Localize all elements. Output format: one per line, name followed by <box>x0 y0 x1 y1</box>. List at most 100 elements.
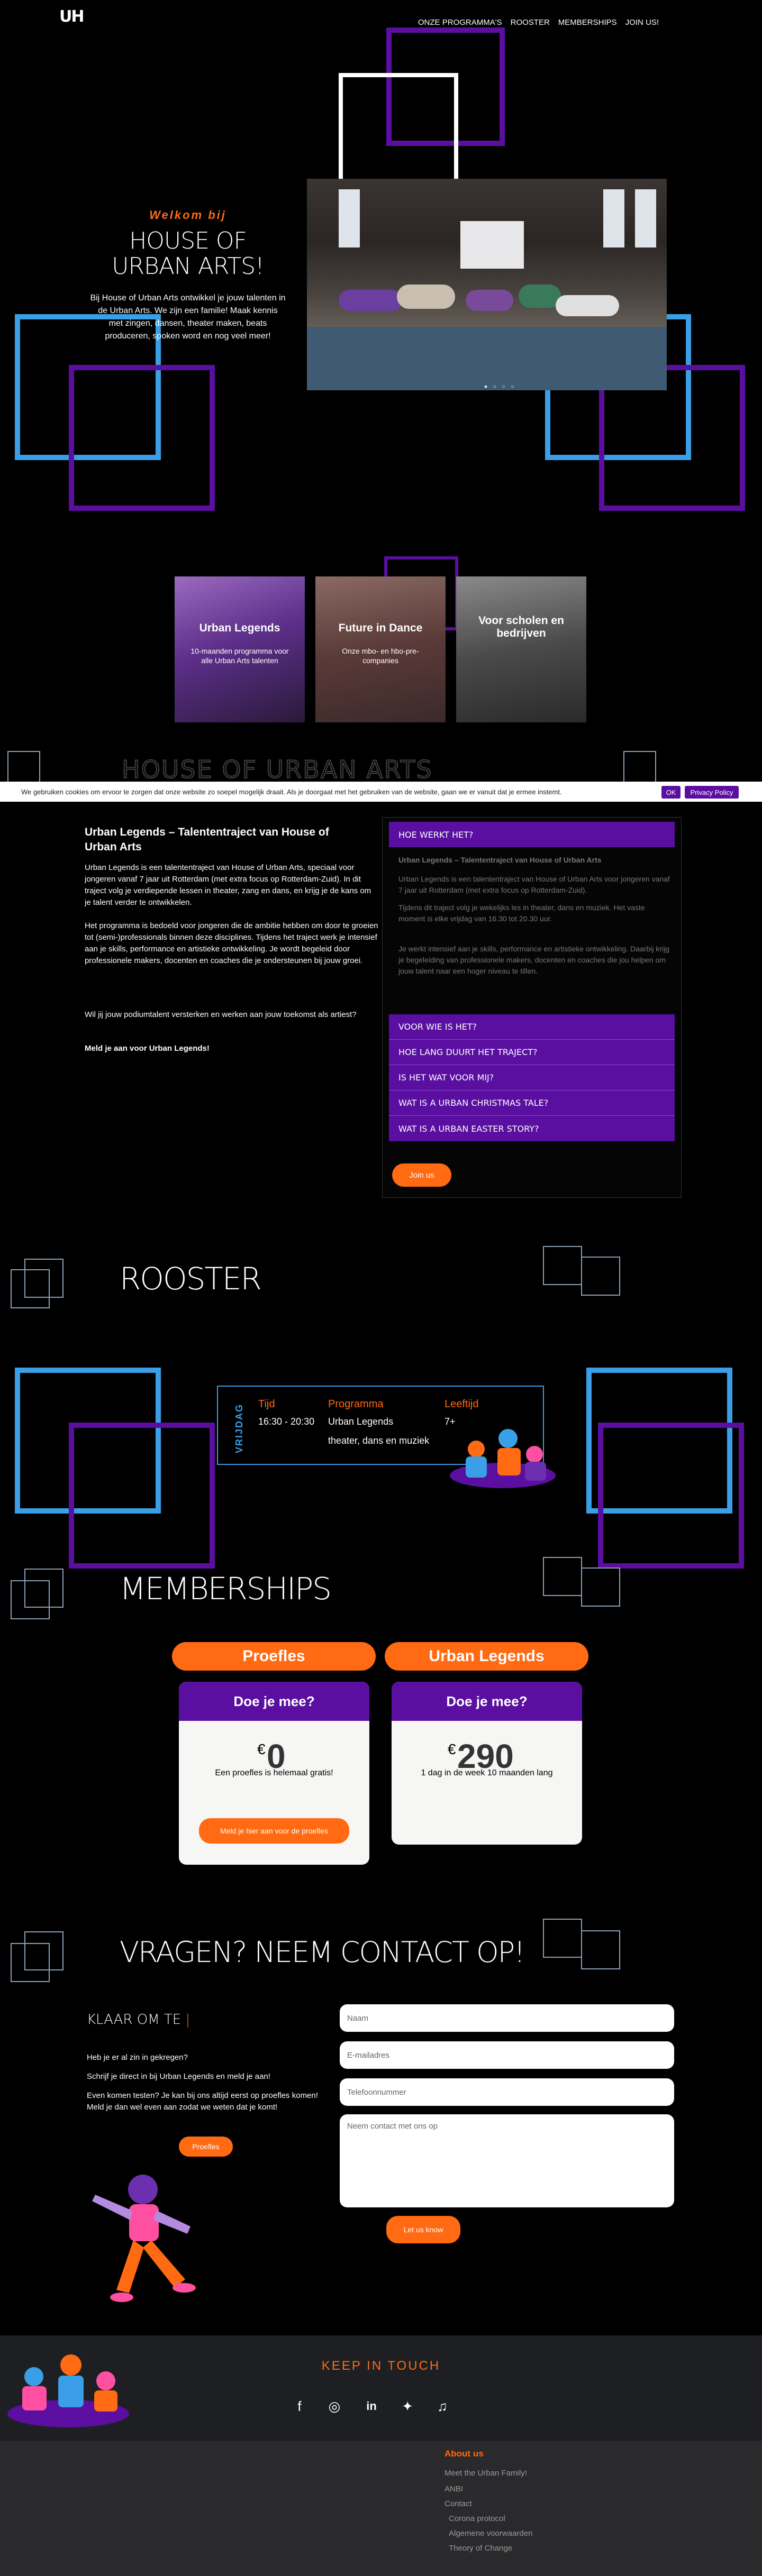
accordion-voor-wie[interactable]: VOOR WIE IS HET? <box>389 1014 675 1040</box>
deco-square <box>581 1930 620 1969</box>
urban-legends-p2: Het programma is bedoeld voor jongeren d… <box>85 921 378 965</box>
proefles-signup-button[interactable]: Meld je hier aan voor de proefles <box>199 1818 349 1844</box>
accordion-how-it-works[interactable]: HOE WERKT HET? <box>389 822 675 847</box>
email-input[interactable]: E-mailadres <box>340 2041 674 2069</box>
deco-square <box>69 365 215 511</box>
deco-square <box>15 1368 161 1514</box>
memberships-title: MEMBERSHIPS <box>120 1571 332 1607</box>
deco-square <box>586 1368 732 1514</box>
accordion-is-het-wat[interactable]: IS HET WAT VOOR MIJ? <box>389 1065 675 1090</box>
contact-title: VRAGEN? NEEM CONTACT OP! <box>120 1936 525 1969</box>
slider-dots[interactable]: ● ○ ○ ○ <box>484 384 516 390</box>
nav-item-memberships[interactable]: MEMBERSHIPS <box>558 18 617 27</box>
footer-link[interactable]: Algemene voorwaarden <box>449 2529 533 2538</box>
footer-link[interactable]: ANBI <box>444 2485 464 2494</box>
footer-bottom <box>0 2441 762 2576</box>
accordion-body-2: Tijdens dit traject volg je wekelijks le… <box>398 903 645 923</box>
cookie-bar: We gebruiken cookies om ervoor te zorgen… <box>0 782 762 802</box>
instagram-icon[interactable]: ◎ <box>328 2398 341 2414</box>
schedule-day: VRIJDAG <box>234 1403 244 1453</box>
linkedin-icon[interactable]: in <box>366 2399 377 2413</box>
plan-currency: € <box>257 1741 266 1757</box>
deco-square <box>7 751 40 784</box>
plan-desc: Een proefles is helemaal gratis! <box>215 1768 333 1777</box>
deco-square <box>11 1943 50 1982</box>
card-title: Voor scholen en bedrijven <box>478 615 564 639</box>
keep-in-touch: KEEP IN TOUCH <box>321 2359 441 2373</box>
hero-welcome: Welkom bij <box>149 208 226 222</box>
deco-square <box>11 1580 50 1619</box>
schedule-header-program: Programma <box>328 1398 384 1410</box>
deco-square <box>24 1931 64 1970</box>
urban-legends-p4[interactable]: Meld je aan voor Urban Legends! <box>85 1044 210 1053</box>
hero-title: HOUSE OF URBAN ARTS! <box>112 227 265 280</box>
dancers-illustration <box>450 1429 556 1488</box>
deco-square <box>543 1246 582 1285</box>
rooster-title: ROOSTER <box>120 1261 262 1297</box>
plan-cta: Doe je mee? <box>392 1682 582 1721</box>
plan-header-proefles: Proefles <box>172 1642 376 1671</box>
cookie-ok-button[interactable]: OK <box>661 786 681 799</box>
submit-button[interactable]: Let us know <box>386 2216 460 2243</box>
schedule-age: 7+ <box>444 1416 456 1427</box>
accordion-body-3: Je werkt intensief aan je skills, perfor… <box>398 945 669 975</box>
proefles-button[interactable]: Proefles <box>179 2137 233 2157</box>
name-input[interactable]: Naam <box>340 2004 674 2032</box>
ready-heading: KLAAR OM TE | <box>87 2012 190 2028</box>
deco-square <box>69 1423 215 1569</box>
plan-price: 0 <box>267 1737 286 1775</box>
deco-square <box>581 1257 620 1296</box>
schedule-program: Urban Legends <box>328 1416 394 1427</box>
schedule-time: 16:30 - 20:30 <box>258 1416 315 1427</box>
deco-square <box>11 1269 50 1308</box>
footer-link[interactable]: Meet the Urban Family! <box>444 2469 527 2478</box>
plan-price: 290 <box>457 1737 514 1775</box>
twitter-icon[interactable]: ✦ <box>402 2398 413 2414</box>
schedule-program-sub: theater, dans en muziek <box>328 1435 430 1446</box>
nav-item-programmas[interactable]: ONZE PROGRAMMA'S <box>418 18 502 27</box>
plan-desc: 1 dag in de week 10 maanden lang <box>421 1768 553 1777</box>
deco-square <box>386 27 505 146</box>
contact-p3: Even komen testen? Je kan bij ons altijd… <box>87 2091 318 2112</box>
phone-input[interactable]: Telefoonnummer <box>340 2078 674 2106</box>
soundcloud-icon[interactable]: ♫ <box>437 2398 448 2414</box>
card-subtitle: Onze mbo- en hbo-pre-companies <box>342 647 419 665</box>
deco-square <box>543 1557 582 1596</box>
deco-square <box>24 1569 64 1608</box>
plan-card-urban-legends: Doe je mee? € 290 1 dag in de week 10 ma… <box>392 1682 582 1845</box>
deco-square <box>24 1259 64 1298</box>
accordion-body-title: Urban Legends – Talententraject van Hous… <box>398 856 602 864</box>
message-textarea[interactable]: Neem contact met ons op <box>340 2114 674 2207</box>
footer-link[interactable]: Theory of Change <box>449 2544 513 2553</box>
nav-item-rooster[interactable]: ROOSTER <box>510 18 550 27</box>
accordion-hoe-lang[interactable]: HOE LANG DUURT HET TRAJECT? <box>389 1040 675 1065</box>
hero-image <box>307 179 667 390</box>
urban-legends-p3: Wil jij jouw podiumtalent versterken en … <box>85 1010 357 1019</box>
card-future-in-dance[interactable]: Future in Dance Onze mbo- en hbo-pre-com… <box>315 576 446 722</box>
urban-legends-p1: Urban Legends is een talententraject van… <box>85 863 371 907</box>
cookie-policy-button[interactable]: Privacy Policy <box>685 786 739 799</box>
footer-top <box>0 2335 762 2441</box>
urban-legends-title: Urban Legends – Talententraject van Hous… <box>85 826 329 853</box>
contact-p2: Schrijf je direct in bij Urban Legends e… <box>87 2072 270 2081</box>
cookie-text: We gebruiken cookies om ervoor te zorgen… <box>21 787 562 796</box>
facebook-icon[interactable]: f <box>297 2398 302 2414</box>
deco-square <box>623 751 656 784</box>
deco-square <box>339 73 458 192</box>
nav-item-join[interactable]: JOIN US! <box>625 18 659 27</box>
card-title: Urban Legends <box>199 622 280 634</box>
schedule-card: VRIJDAG Tijd Programma Leeftijd 16:30 - … <box>217 1386 544 1465</box>
join-us-button[interactable]: Join us <box>392 1163 451 1187</box>
card-scholen[interactable]: Voor scholen en bedrijven <box>456 576 586 722</box>
logo[interactable]: UH <box>59 7 84 26</box>
footer-link[interactable]: Contact <box>444 2499 472 2508</box>
main-nav: ONZE PROGRAMMA'S ROOSTER MEMBERSHIPS JOI… <box>418 18 659 27</box>
deco-square <box>599 365 745 511</box>
accordion-easter[interactable]: WAT IS A URBAN EASTER STORY? <box>389 1116 675 1141</box>
plan-cta: Doe je mee? <box>179 1682 369 1721</box>
accordion-christmas[interactable]: WAT IS A URBAN CHRISTMAS TALE? <box>389 1090 675 1116</box>
card-urban-legends[interactable]: Urban Legends 10-maanden programma voor … <box>175 576 305 722</box>
card-title: Future in Dance <box>338 622 423 634</box>
footer-link[interactable]: Corona protocol <box>449 2514 505 2523</box>
dancer-illustration <box>92 2175 196 2302</box>
